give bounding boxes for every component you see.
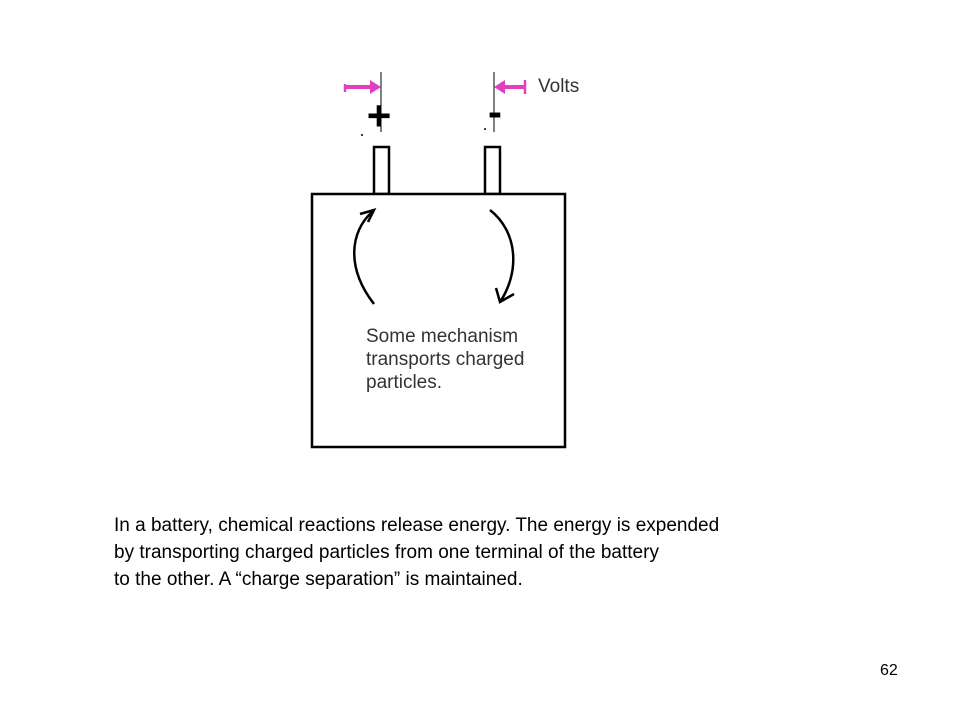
positive-probe-marker [343,80,381,94]
mechanism-note: Some mechanism transports charged partic… [366,326,530,393]
negative-probe-marker [494,80,527,94]
battery-body [310,192,567,449]
mechanism-note-line: transports charged [366,349,524,370]
volts-label: Volts [538,76,579,97]
caption-line: to the other. A “charge separation” is m… [114,569,523,590]
positive-terminal-post [372,145,391,196]
speck [361,134,363,136]
caption-line: by transporting charged particles from o… [114,542,659,563]
negative-terminal-sign: - [488,88,502,135]
battery-diagram: Volts + - Some mechanism transports char… [310,72,579,449]
positive-terminal-sign: + [367,92,392,139]
downward-curved-arrow [489,209,515,304]
page-number: 62 [880,662,898,679]
mechanism-note-line: particles. [366,372,442,393]
speck [484,128,486,130]
negative-terminal-post [483,145,502,196]
upward-curved-arrow [353,208,377,305]
caption: In a battery, chemical reactions release… [114,512,914,593]
caption-line: In a battery, chemical reactions release… [114,515,720,536]
mechanism-note-line: Some mechanism [366,326,518,347]
